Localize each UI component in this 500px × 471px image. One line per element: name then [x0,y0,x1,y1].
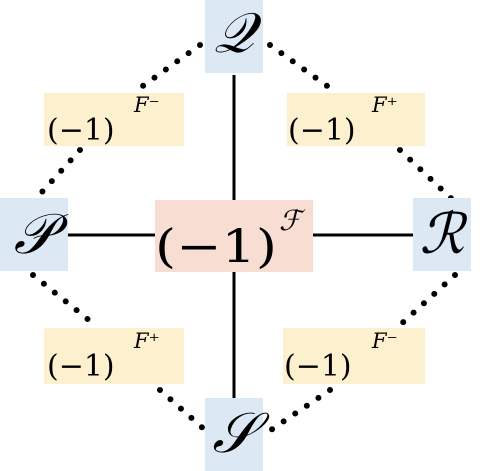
operator-top-right-base: (−1) [288,113,356,148]
dotted-line-top-right-upper [267,42,333,91]
vertex-bottom-box [205,398,263,471]
vertex-top-box [205,0,263,73]
operator-bottom-left-exponent: F⁺ [133,329,160,353]
operator-bottom-right-base: (−1) [284,349,352,384]
operator-top-left-base: (−1) [47,113,115,148]
vertex-right-box [413,198,471,271]
vertex-bottom: 𝒮 [205,398,270,471]
operator-bottom-right-box [283,328,425,384]
vertex-right: ℛ [413,198,471,271]
operator-bottom-left-base: (−1) [47,349,115,384]
operator-top-right: (−1) F⁺ [287,93,425,148]
center-operator-base: (−1) [155,219,277,273]
operator-bottom-left: (−1) F⁺ [44,328,184,384]
dotted-line-bottom-right-lower [265,387,333,435]
dotted-line-bottom-left-lower [157,387,208,433]
operator-bottom-right: (−1) F⁻ [283,328,425,384]
center-operator: (−1) ℱ [155,200,313,273]
dotted-line-bottom-right-upper [397,272,458,328]
solid-cross [68,75,413,398]
operator-top-right-exponent: F⁺ [371,93,398,117]
center-operator-box [155,200,313,272]
vertex-right-label: ℛ [420,202,468,267]
dotted-line-bottom-left-upper [30,272,98,328]
dotted-line-top-left-upper [137,42,203,91]
dotted-connections [30,42,458,435]
vertex-top: 𝒬 [205,0,263,73]
dotted-line-top-right-lower [397,147,458,205]
operator-top-left-box [44,93,184,146]
operator-bottom-left-box [44,328,184,384]
vertex-left: 𝒫 [0,198,69,271]
vertex-left-box [0,198,68,271]
operator-top-left-exponent: F⁻ [133,93,160,117]
operator-top-left: (−1) F⁻ [44,93,184,148]
operator-bottom-right-exponent: F⁻ [371,329,398,353]
dotted-line-top-left-lower [30,147,83,205]
operator-top-right-box [287,93,425,146]
vertex-top-label: 𝒬 [214,1,262,66]
